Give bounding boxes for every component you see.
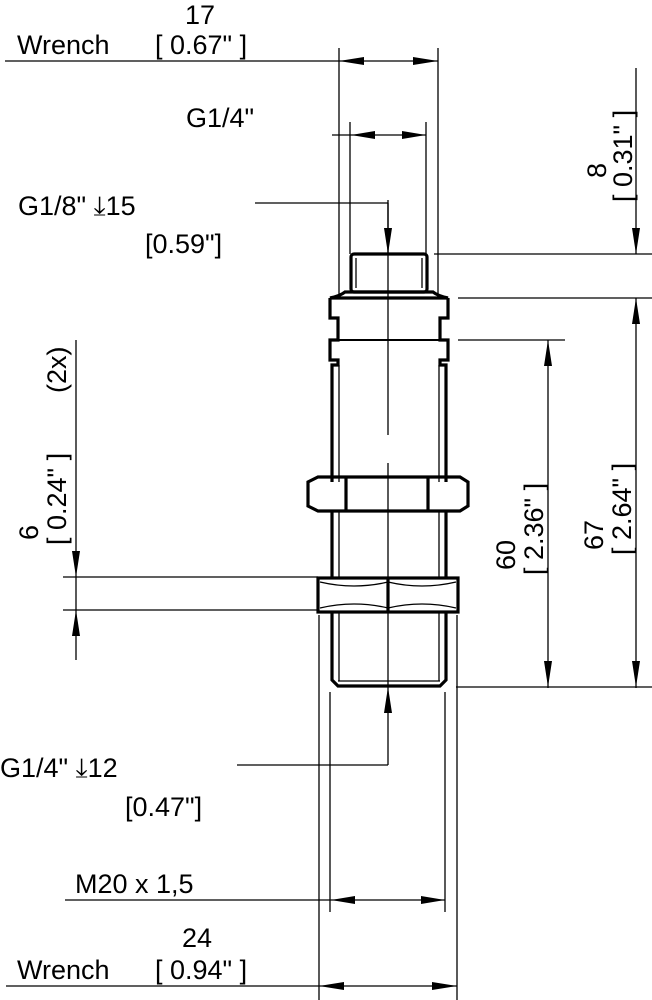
length-67-inch: [ 2.64" ] <box>607 463 637 555</box>
dim-wrench-17: 17 Wrench [ 0.67" ] <box>5 0 439 298</box>
height-8-value: 8 <box>582 163 612 178</box>
length-60-inch: [ 2.36" ] <box>519 483 549 575</box>
bottom-thread <box>330 612 448 688</box>
wrench-17-value: 17 <box>185 0 215 30</box>
wrench-24-inch: [ 0.94" ] <box>155 955 247 985</box>
top-cap <box>349 252 429 294</box>
length-60-value: 60 <box>491 540 521 570</box>
upper-body-left <box>328 298 340 482</box>
length-67-value: 67 <box>579 520 609 550</box>
thread-top-label: G1/4" <box>186 103 254 133</box>
dim-port-bottom: G1/4" ⤓12 [0.47"] <box>0 686 392 822</box>
nut-6-value: 6 <box>14 525 44 540</box>
port-bottom-inch: [0.47"] <box>125 792 202 822</box>
dim-wrench-24: 24 Wrench [ 0.94" ] <box>6 615 458 1000</box>
dim-thread-bottom: M20 x 1,5 <box>65 692 446 912</box>
thread-bottom-label: M20 x 1,5 <box>75 869 194 899</box>
port-top-thread: G1/8" ⤓15 <box>18 191 136 221</box>
dim-length-67: 67 [ 2.64" ] <box>456 463 652 688</box>
cap-shoulder <box>329 290 449 300</box>
port-bottom-thread: G1/4" ⤓12 <box>0 753 118 783</box>
wrench-24-value: 24 <box>182 923 212 953</box>
wrench-24-label: Wrench <box>17 955 110 985</box>
dim-thread-top: G1/4" <box>186 103 427 254</box>
height-8-inch: [ 0.31" ] <box>608 110 638 202</box>
dim-port-top: G1/8" ⤓15 [0.59"] <box>18 191 392 259</box>
dim-length-60: 60 [ 2.36" ] <box>458 339 565 688</box>
dim-nut-6: 6 [ 0.24" ] (2x) <box>14 340 318 660</box>
wrench-17-inch: [ 0.67" ] <box>155 30 247 60</box>
wrench-17-label: Wrench <box>17 30 110 60</box>
dim-height-8: 8 [ 0.31" ] <box>434 68 652 688</box>
upper-hex-nut <box>306 475 470 513</box>
port-top-inch: [0.59"] <box>145 229 222 259</box>
nut-6-inch: [ 0.24" ] <box>42 453 72 545</box>
upper-body-right <box>438 298 450 482</box>
nut-6-note: (2x) <box>42 347 72 394</box>
